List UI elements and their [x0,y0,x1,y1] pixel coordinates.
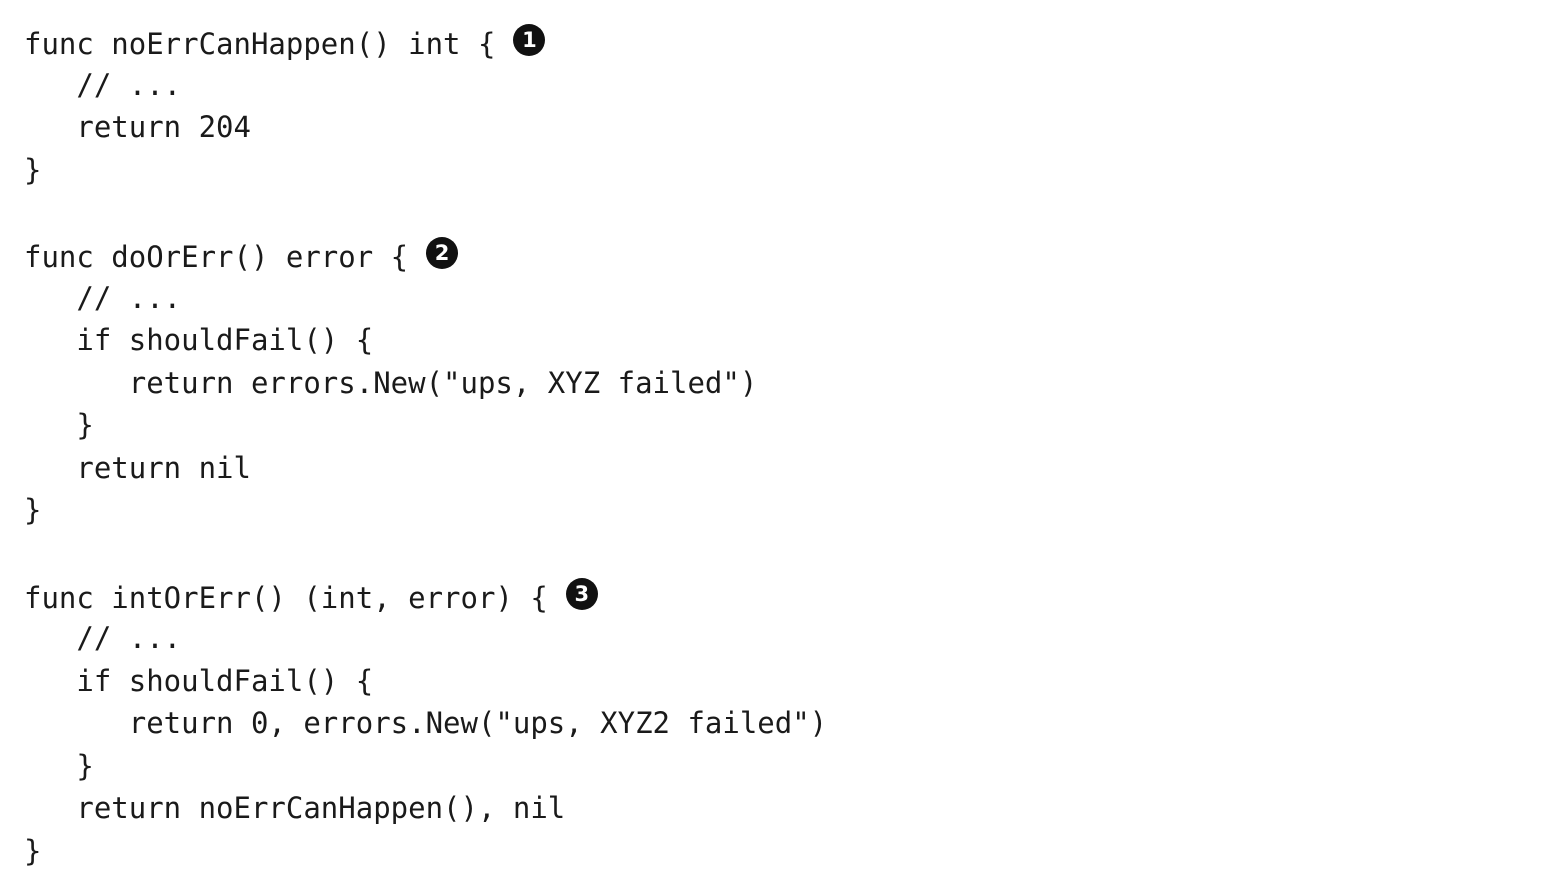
code-line: return 0, errors.New("ups, XYZ2 failed") [24,706,828,740]
code-line: if shouldFail() { [24,664,374,698]
callout-marker-1: 1 [513,24,546,56]
code-text: func intOrErr() (int, error) { [24,581,548,615]
code-line: } [24,493,42,527]
code-line: } [24,834,42,868]
code-line: func doOrErr() error { 2 [24,237,459,274]
code-line: func noErrCanHappen() int { 1 [24,24,546,61]
code-line: // ... [24,68,182,102]
code-line: return noErrCanHappen(), nil [24,791,566,825]
code-text: func doOrErr() error { [24,240,409,274]
code-line: } [24,749,94,783]
code-line: return nil [24,451,251,485]
callout-marker-3: 3 [565,578,598,610]
code-line: return errors.New("ups, XYZ failed") [24,366,758,400]
code-line: if shouldFail() { [24,323,374,357]
callout-marker-2: 2 [426,237,459,269]
code-text: func noErrCanHappen() int { [24,27,496,61]
code-line: } [24,153,42,187]
code-line: // ... [24,281,182,315]
code-line: func intOrErr() (int, error) { 3 [24,578,598,615]
code-line: } [24,408,94,442]
code-line: return 204 [24,110,251,144]
code-line: // ... [24,621,182,655]
